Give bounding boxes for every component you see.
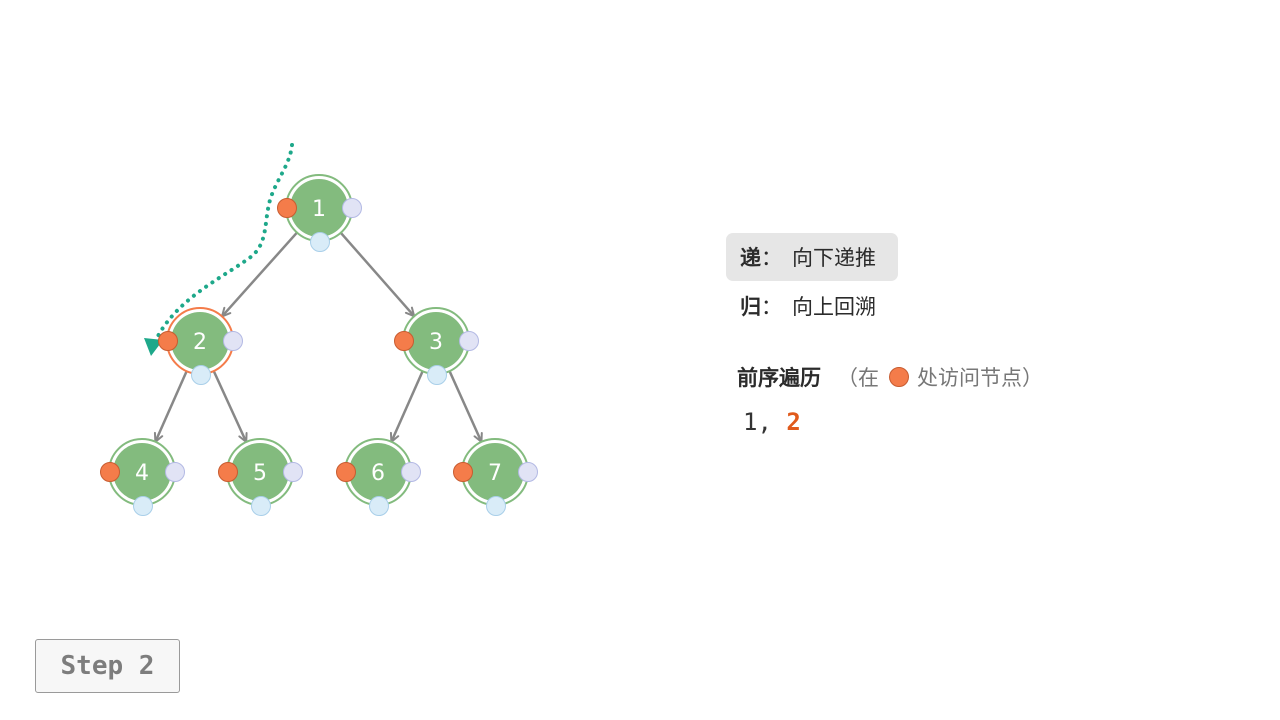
tree-node-5: 5 bbox=[218, 438, 303, 516]
tree-nodes: 1 2 3 4 5 6 7 bbox=[100, 174, 538, 516]
postorder-dot bbox=[283, 462, 303, 482]
legend-push-separator: ： bbox=[761, 246, 782, 270]
visit-dot-icon bbox=[889, 367, 909, 387]
step-badge: Step 2 bbox=[35, 639, 180, 693]
postorder-dot bbox=[223, 331, 243, 351]
legend-push-key: 递 bbox=[740, 246, 761, 270]
node-circle bbox=[466, 443, 524, 501]
inorder-dot bbox=[369, 496, 389, 516]
preorder-dot bbox=[453, 462, 473, 482]
inorder-dot bbox=[427, 365, 447, 385]
traversal-note-prefix: （在 bbox=[837, 366, 879, 390]
current-value: 2 bbox=[786, 408, 801, 436]
legend-pop-row: 归： 向上回溯 bbox=[726, 282, 898, 330]
node-value-1: 1 bbox=[312, 197, 326, 222]
edge-3-7 bbox=[448, 369, 483, 443]
node-value-7: 7 bbox=[488, 461, 502, 486]
postorder-dot bbox=[401, 462, 421, 482]
node-circle bbox=[113, 443, 171, 501]
node-value-4: 4 bbox=[135, 461, 149, 486]
inorder-dot bbox=[191, 365, 211, 385]
tree-node-3: 3 bbox=[394, 307, 479, 385]
edge-1-3 bbox=[339, 231, 416, 318]
edge-1-2 bbox=[221, 231, 299, 318]
legend-pop-key: 归 bbox=[740, 295, 761, 319]
tree-node-4: 4 bbox=[100, 438, 185, 516]
legend-push-row: 递： 向下递推 bbox=[726, 233, 898, 281]
visited-value: 1, bbox=[743, 408, 787, 436]
edge-3-6 bbox=[389, 369, 425, 443]
postorder-dot bbox=[165, 462, 185, 482]
tree-edges bbox=[153, 231, 483, 443]
legend-pop-text: 向上回溯 bbox=[792, 295, 876, 319]
preorder-dot bbox=[336, 462, 356, 482]
node-value-5: 5 bbox=[253, 461, 267, 486]
node-circle bbox=[171, 312, 229, 370]
legend-pop-separator: ： bbox=[761, 295, 782, 319]
tree-node-2: 2 bbox=[158, 307, 243, 385]
node-circle bbox=[231, 443, 289, 501]
traversal-title: 前序遍历 （在 处访问节点） bbox=[737, 362, 1043, 392]
node-circle bbox=[349, 443, 407, 501]
edge-2-4 bbox=[153, 369, 189, 443]
inorder-dot bbox=[251, 496, 271, 516]
edge-2-5 bbox=[212, 369, 248, 443]
postorder-dot bbox=[459, 331, 479, 351]
inorder-dot bbox=[310, 232, 330, 252]
node-value-2: 2 bbox=[193, 330, 207, 355]
preorder-dot bbox=[100, 462, 120, 482]
traversal-result: 1, 2 bbox=[743, 408, 801, 436]
traversal-path-line bbox=[156, 143, 294, 338]
traversal-note-suffix: 处访问节点） bbox=[917, 366, 1043, 390]
node-value-3: 3 bbox=[429, 330, 443, 355]
inorder-dot bbox=[133, 496, 153, 516]
postorder-dot bbox=[342, 198, 362, 218]
node-value-6: 6 bbox=[371, 461, 385, 486]
preorder-dot bbox=[218, 462, 238, 482]
postorder-dot bbox=[518, 462, 538, 482]
preorder-dot bbox=[158, 331, 178, 351]
inorder-dot bbox=[486, 496, 506, 516]
preorder-dot bbox=[394, 331, 414, 351]
tree-node-6: 6 bbox=[336, 438, 421, 516]
traversal-name: 前序遍历 bbox=[737, 366, 821, 390]
preorder-dot bbox=[277, 198, 297, 218]
tree-node-7: 7 bbox=[453, 438, 538, 516]
node-circle bbox=[290, 179, 348, 237]
tree-node-1: 1 bbox=[277, 174, 362, 252]
node-circle bbox=[407, 312, 465, 370]
legend-push-text: 向下递推 bbox=[792, 246, 876, 270]
